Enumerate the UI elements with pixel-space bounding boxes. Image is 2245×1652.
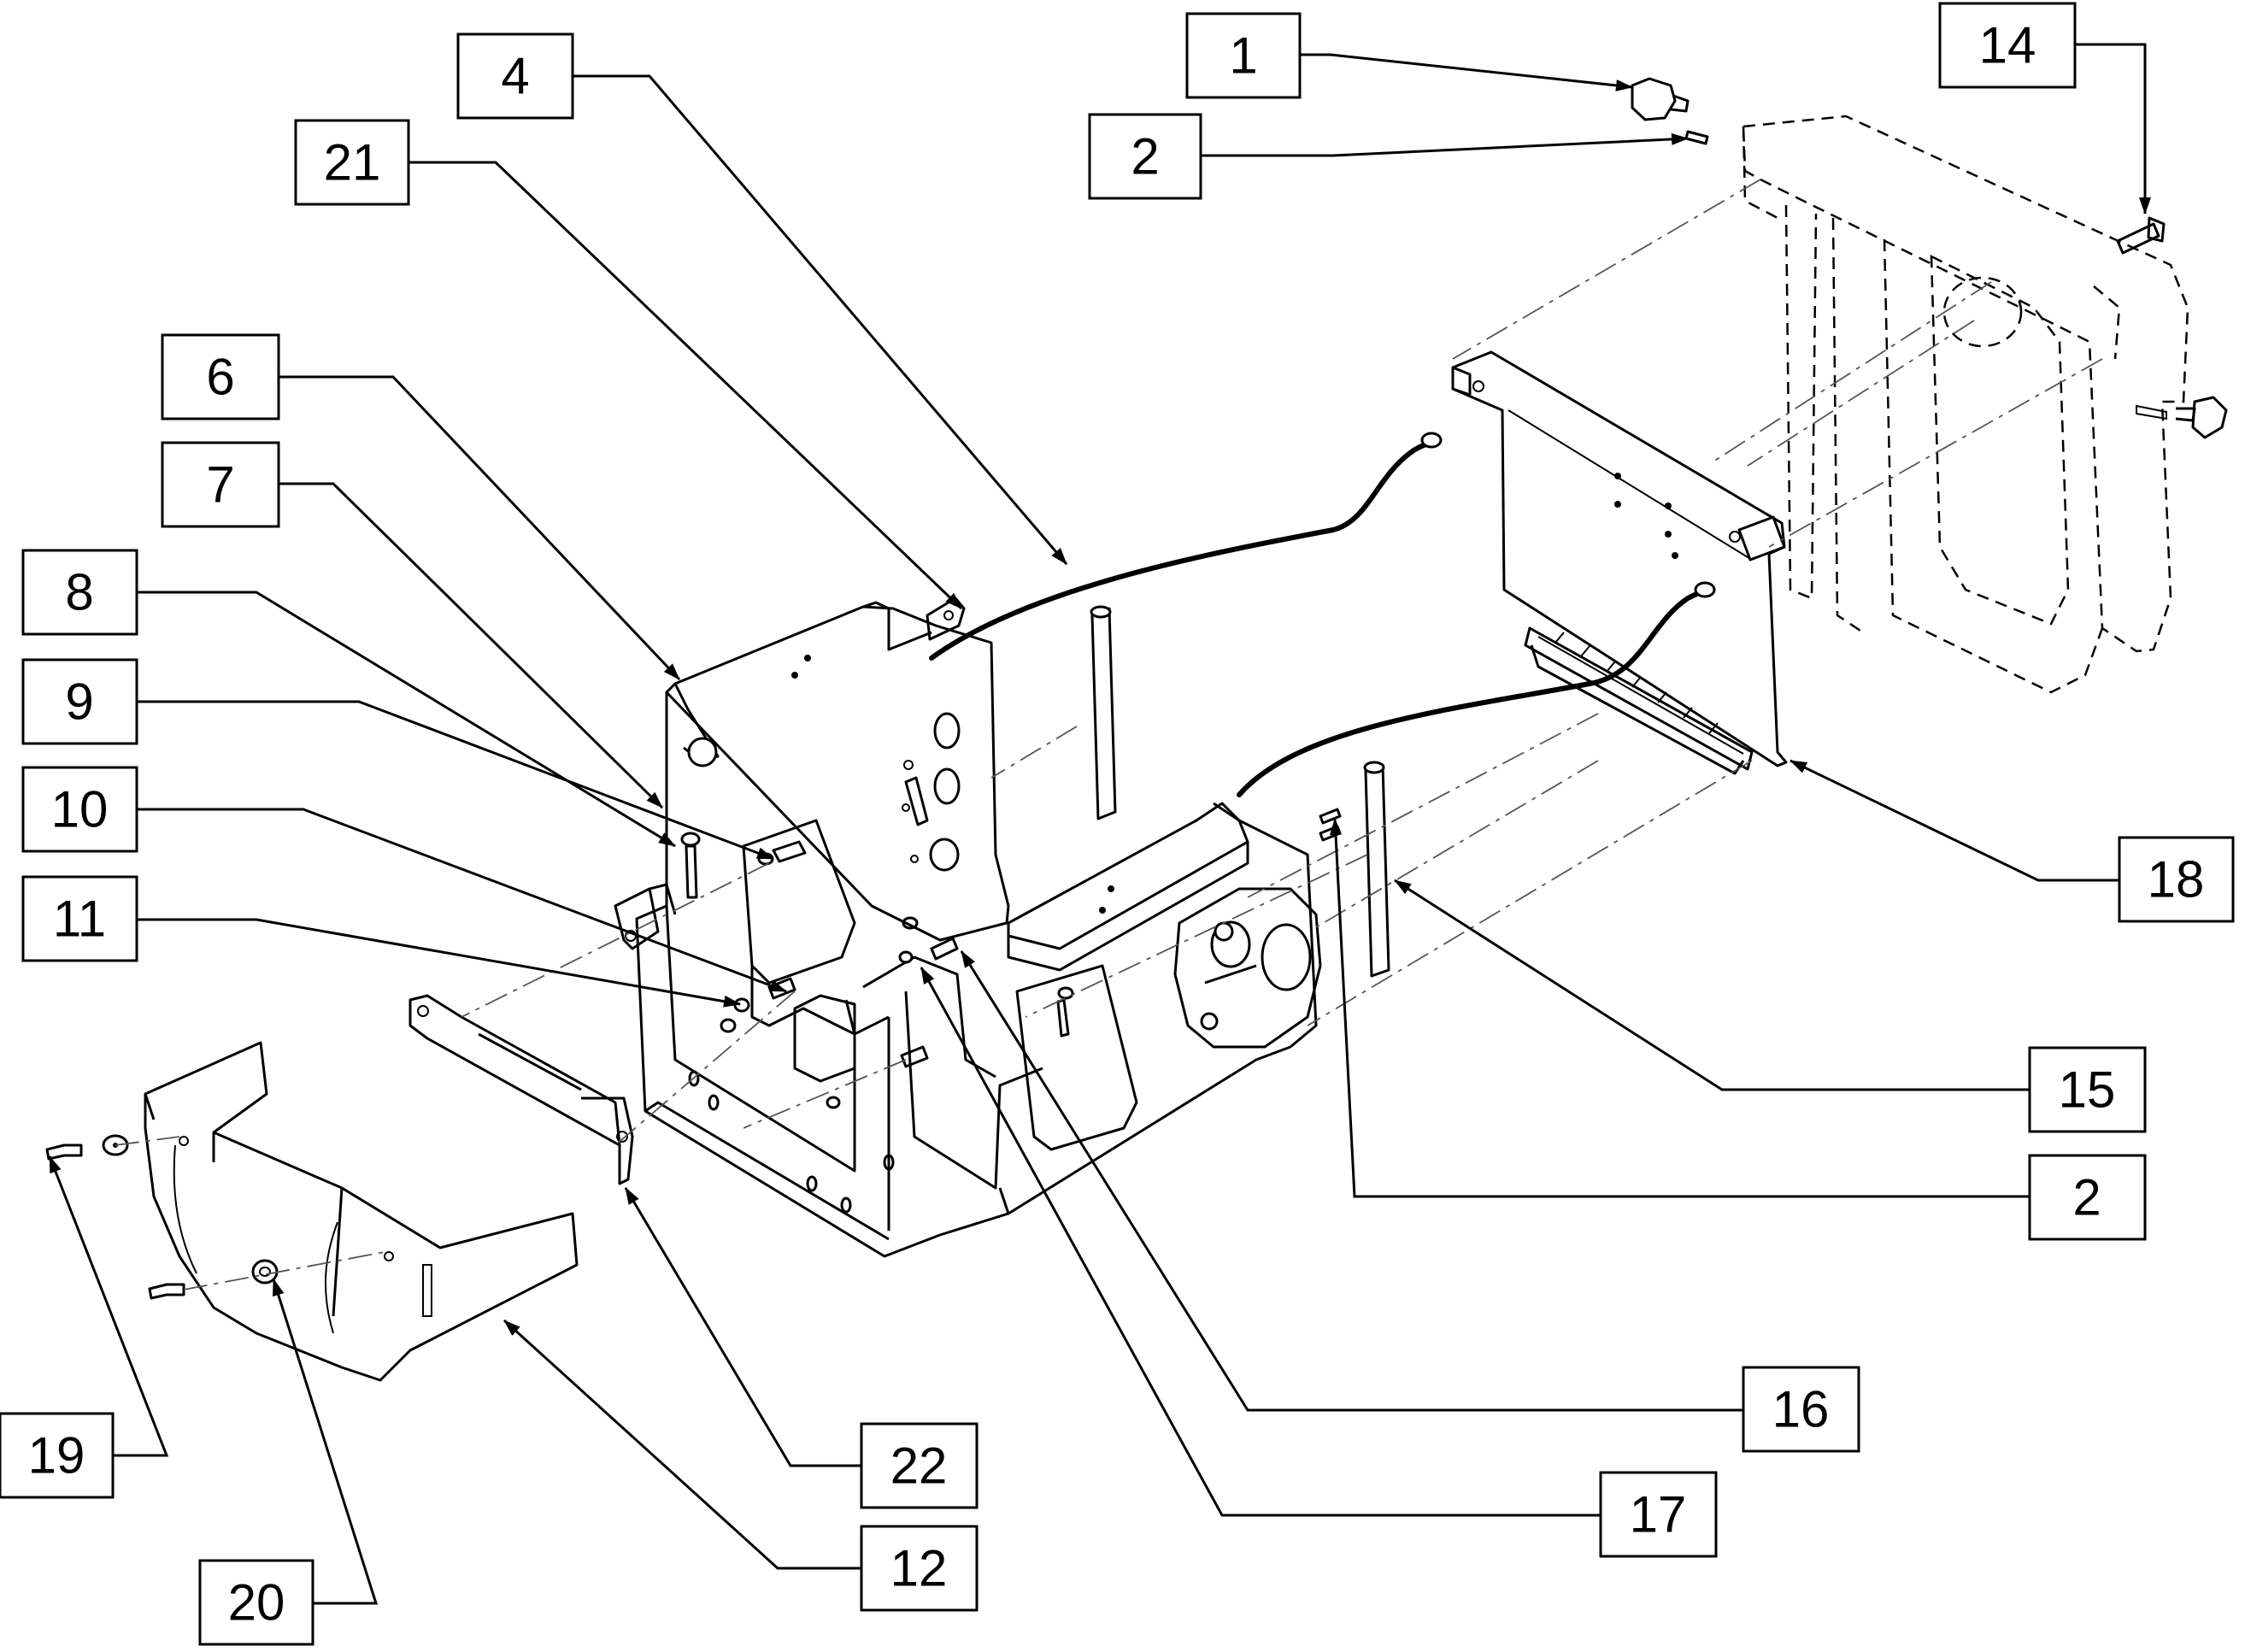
callout-11: 11 bbox=[21, 875, 138, 962]
callout-2-bottom: 2 bbox=[2028, 1154, 2147, 1241]
callout-21-label: 21 bbox=[324, 134, 381, 191]
callout-17-label: 17 bbox=[1630, 1486, 1687, 1543]
callout-4: 4 bbox=[456, 32, 574, 120]
callout-4-label: 4 bbox=[501, 48, 529, 105]
callout-14-label: 14 bbox=[1979, 17, 2036, 74]
callout-7-label: 7 bbox=[206, 456, 234, 514]
ground-cable-upper bbox=[929, 432, 1443, 661]
callout-20: 20 bbox=[198, 1559, 314, 1646]
callout-10: 10 bbox=[21, 766, 138, 853]
callout-15-label: 15 bbox=[2059, 1061, 2116, 1119]
callout-16: 16 bbox=[1742, 1366, 1860, 1453]
callout-12: 12 bbox=[860, 1525, 979, 1612]
callout-15: 15 bbox=[2028, 1046, 2147, 1133]
callout-6-label: 6 bbox=[206, 349, 234, 406]
assembly-center-lines bbox=[115, 179, 2103, 1290]
linkage-bar-part-22 bbox=[408, 994, 634, 1185]
callout-12-label: 12 bbox=[890, 1540, 948, 1597]
main-chassis-frame bbox=[614, 597, 1318, 1258]
callout-18-label: 18 bbox=[2148, 851, 2205, 908]
callout-7: 7 bbox=[161, 441, 280, 528]
callout-1: 1 bbox=[1185, 12, 1302, 99]
callout-16-label: 16 bbox=[1772, 1381, 1830, 1438]
knob-part-1-top bbox=[1631, 77, 1690, 121]
ground-cable-lower bbox=[1237, 581, 1716, 797]
controller-housing-hidden bbox=[1742, 115, 2189, 694]
swivel-casting bbox=[1173, 887, 1322, 1049]
callout-21: 21 bbox=[294, 119, 410, 206]
vertical-rod-part-15 bbox=[1363, 761, 1390, 978]
callout-9: 9 bbox=[21, 658, 138, 745]
front-cover-part-12 bbox=[144, 1041, 579, 1382]
callout-8-label: 8 bbox=[65, 564, 93, 621]
callout-19-label: 19 bbox=[28, 1427, 85, 1484]
callout-8: 8 bbox=[21, 549, 138, 636]
callout-22-label: 22 bbox=[890, 1437, 948, 1495]
callout-17: 17 bbox=[1599, 1471, 1718, 1558]
screw-part-2-top bbox=[1684, 130, 1709, 145]
callout-2-top-label: 2 bbox=[1131, 128, 1159, 185]
screw-part-14 bbox=[2116, 216, 2166, 255]
callout-20-label: 20 bbox=[228, 1574, 285, 1631]
vertical-rod-upper bbox=[1090, 605, 1117, 820]
callout-2-bottom-label: 2 bbox=[2072, 1169, 2101, 1226]
hardware-parts bbox=[45, 808, 1342, 1300]
back-plate-part-18 bbox=[1451, 350, 1788, 775]
callout-9-label: 9 bbox=[65, 673, 93, 731]
callout-2-top: 2 bbox=[1088, 113, 1202, 200]
callout-18: 18 bbox=[2118, 836, 2235, 923]
callout-1-label: 1 bbox=[1229, 27, 1257, 85]
callout-11-label: 11 bbox=[53, 891, 106, 948]
callout-19: 19 bbox=[0, 1412, 115, 1499]
leader-lines bbox=[48, 43, 2151, 1605]
callout-14: 14 bbox=[1938, 2, 2077, 89]
callout-6: 6 bbox=[161, 333, 280, 420]
callout-10-label: 10 bbox=[51, 781, 109, 838]
callout-22: 22 bbox=[860, 1422, 979, 1509]
knob-part-1-right bbox=[2136, 396, 2228, 439]
